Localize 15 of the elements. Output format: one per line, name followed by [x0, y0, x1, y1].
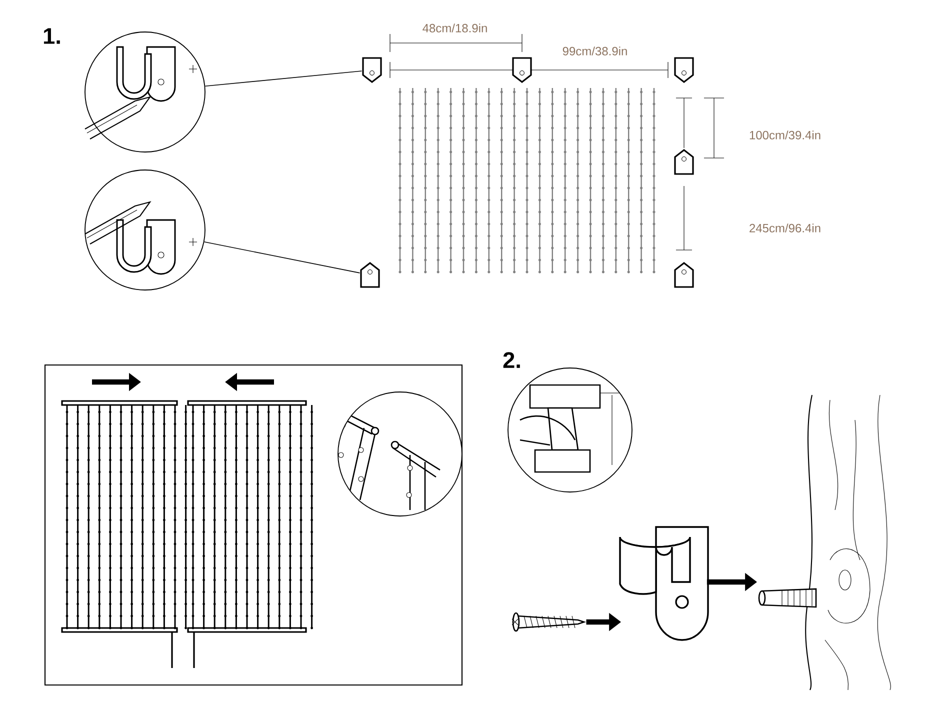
wall-clip-icon — [360, 262, 380, 288]
bracket-drawing — [619, 526, 709, 641]
wall-clip-icon — [362, 57, 382, 83]
dimension-label: 48cm/18.9in — [422, 24, 487, 32]
dimension-label: 99cm/38.9in — [562, 46, 627, 56]
detail-inset — [84, 32, 206, 152]
dimension-label: 100cm/39.4in — [750, 130, 820, 140]
step-number: 2. — [503, 352, 520, 368]
wall-plug-icon — [758, 588, 817, 608]
leader-line — [204, 70, 362, 87]
step-number: 1. — [44, 28, 60, 44]
dimension-label: 245cm/96.4in — [750, 224, 820, 232]
screw-icon — [512, 612, 586, 632]
leader-line — [204, 241, 360, 274]
detail-inset — [84, 170, 206, 290]
